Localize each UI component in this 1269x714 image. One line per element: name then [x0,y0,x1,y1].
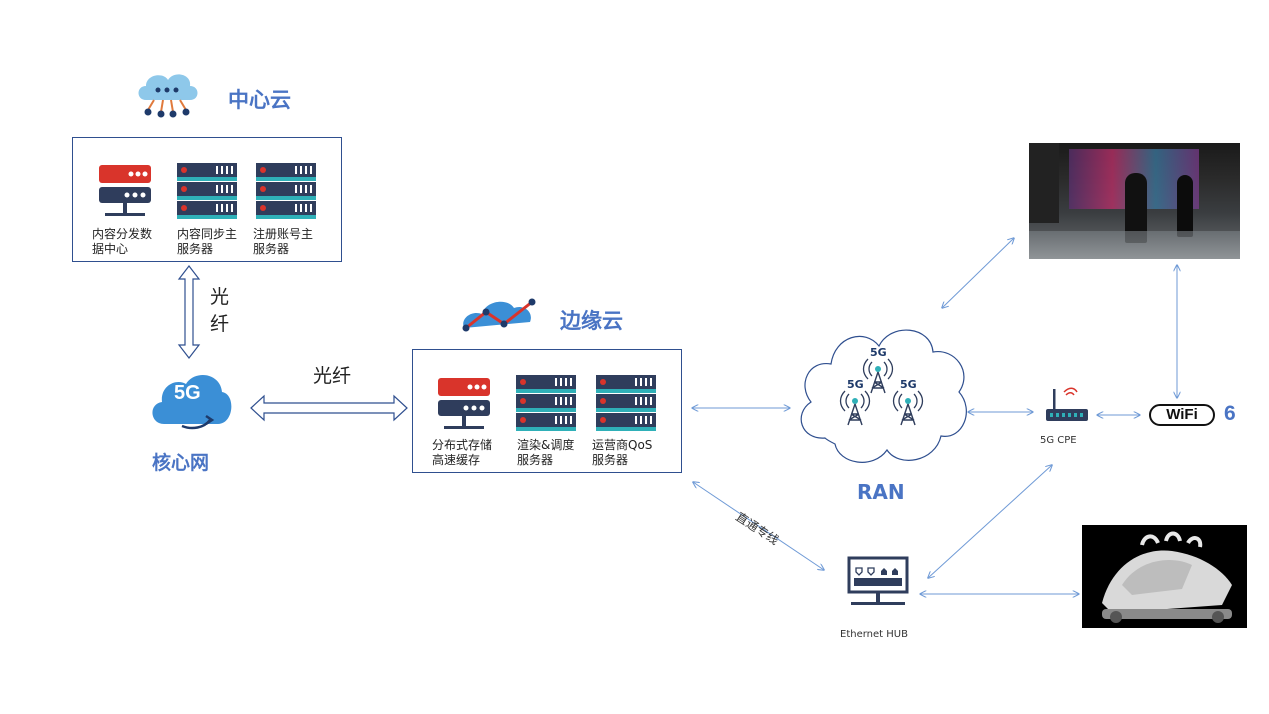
server-caption: 分布式存储 高速缓存 [432,438,493,467]
database-server-icon [99,165,151,216]
ethernet-hub-icon [847,556,909,605]
database-server-icon [438,378,490,429]
tower-5g-label: 5G [900,378,917,391]
vr-arena-photo [1029,143,1240,259]
server-rack-icon [177,163,237,219]
vr-motion-seat-photo [1082,525,1247,628]
server-caption: 运营商QoS 服务器 [592,438,653,467]
core-network-badge: 5G [174,382,201,404]
cell-tower-icon [862,358,894,394]
hub-label: Ethernet HUB [840,629,908,640]
edge-cloud-title: 边缘云 [560,309,623,333]
server-caption: 注册账号主 服务器 [253,227,314,256]
cpe-label: 5G CPE [1040,435,1077,446]
server-rack-icon [256,163,316,219]
cloud-network-icon [138,74,198,118]
cell-tower-icon [892,390,924,426]
fiber-vertical-arrow [177,265,201,359]
ran-photo-link [942,238,1014,308]
edge-hub-link [693,482,824,570]
server-caption: 内容分发数 据中心 [92,227,153,256]
tower-5g-label: 5G [847,378,864,391]
ran-cloud-icon [800,329,967,463]
wifi-number: 6 [1224,402,1236,425]
server-caption: 渲染&调度 服务器 [517,438,575,467]
wifi-logo: WiFi [1149,404,1215,426]
cpe-hub-link [928,465,1052,578]
central-cloud-title: 中心云 [228,88,291,112]
tower-5g-label: 5G [870,346,887,359]
fiber-vertical-label: 光 纤 [210,286,230,335]
server-rack-icon [516,375,576,431]
server-rack-icon [596,375,656,431]
fiber-horizontal-arrow [250,394,408,422]
router-icon [1046,387,1088,421]
server-caption: 内容同步主 服务器 [177,227,238,256]
edge-cloud-icon [462,298,536,332]
ran-title: RAN [857,480,905,504]
5g-cloud-icon [152,374,232,430]
fiber-horizontal-label: 光纤 [313,365,352,387]
cell-tower-icon [839,390,871,426]
core-network-title: 核心网 [152,452,210,474]
